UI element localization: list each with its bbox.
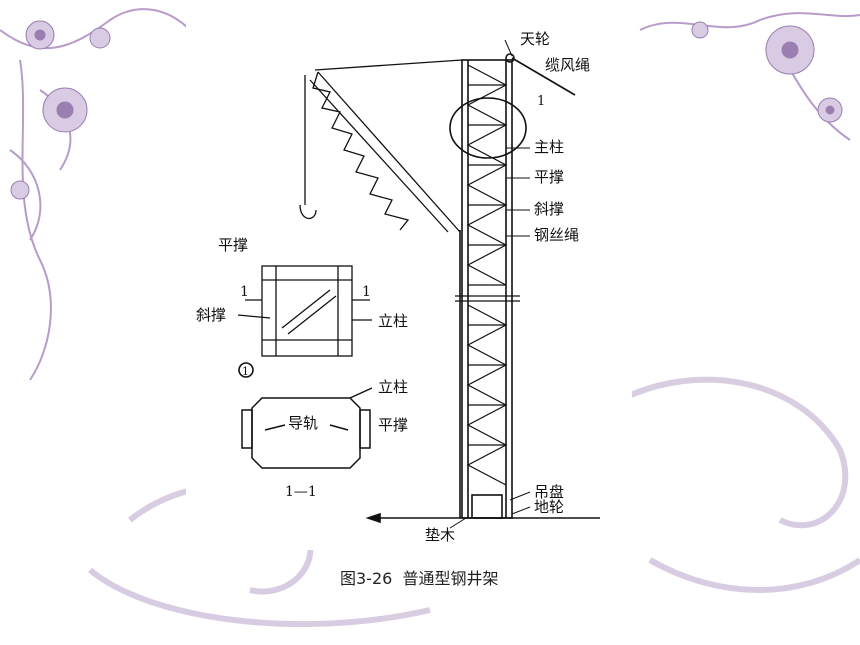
label-detail-vertical-column: 立柱 bbox=[378, 312, 408, 330]
label-wire-rope: 钢丝绳 bbox=[534, 226, 579, 244]
tower-body bbox=[461, 59, 513, 519]
break-mark bbox=[455, 295, 520, 302]
hanging-cage-shape bbox=[471, 494, 503, 519]
label-section-mark-right: 1 bbox=[362, 284, 371, 300]
ground-arrow bbox=[365, 512, 381, 524]
leader-lines bbox=[449, 39, 531, 529]
label-section-mark-left: 1 bbox=[240, 284, 249, 300]
figure-caption: 图3-26 普通型钢井架 bbox=[340, 569, 499, 588]
label-hanging-cage: 吊盘 bbox=[534, 483, 564, 501]
label-detail-circle-marker: 1 bbox=[242, 365, 249, 378]
label-main-column: 主柱 bbox=[534, 138, 564, 156]
tower-lattice bbox=[466, 64, 508, 486]
label-horizontal-brace: 平撑 bbox=[534, 168, 564, 186]
top-left-vine bbox=[0, 8, 191, 381]
detail-ellipse bbox=[449, 97, 527, 159]
label-ground-wheel: 地轮 bbox=[534, 498, 564, 516]
label-section-horizontal-brace: 平撑 bbox=[378, 416, 408, 434]
diagram-panel: 天轮 缆风绳 1 主柱 平撑 斜撑 钢丝绳 吊盘 地轮 垫木 平撑 1 1 斜撑… bbox=[186, 22, 632, 550]
label-section-guide-rail: 导轨 bbox=[288, 414, 318, 432]
label-guy-rope: 缆风绳 bbox=[545, 56, 590, 74]
detail-circle-marker-shape bbox=[238, 362, 254, 378]
boom bbox=[299, 59, 463, 233]
label-pad-wood: 垫木 bbox=[425, 526, 455, 544]
section-drawing bbox=[241, 387, 373, 469]
steel-well-frame-diagram: 天轮 缆风绳 1 主柱 平撑 斜撑 钢丝绳 吊盘 地轮 垫木 平撑 1 1 斜撑… bbox=[196, 30, 600, 544]
label-diagonal-brace: 斜撑 bbox=[534, 200, 564, 218]
top-left-flowers bbox=[10, 20, 111, 200]
detail-node-drawing bbox=[237, 265, 372, 357]
label-top-wheel: 天轮 bbox=[520, 30, 550, 48]
label-section-title: 1—1 bbox=[285, 484, 317, 500]
top-wheel-shape bbox=[505, 53, 515, 63]
label-detail-horizontal-brace: 平撑 bbox=[218, 236, 248, 254]
label-section-vertical-column: 立柱 bbox=[378, 378, 408, 396]
top-right-flowers bbox=[691, 21, 843, 123]
label-detail-diagonal-brace: 斜撑 bbox=[196, 306, 226, 324]
label-detail-marker: 1 bbox=[537, 94, 545, 109]
guy-rope-line bbox=[511, 57, 576, 96]
